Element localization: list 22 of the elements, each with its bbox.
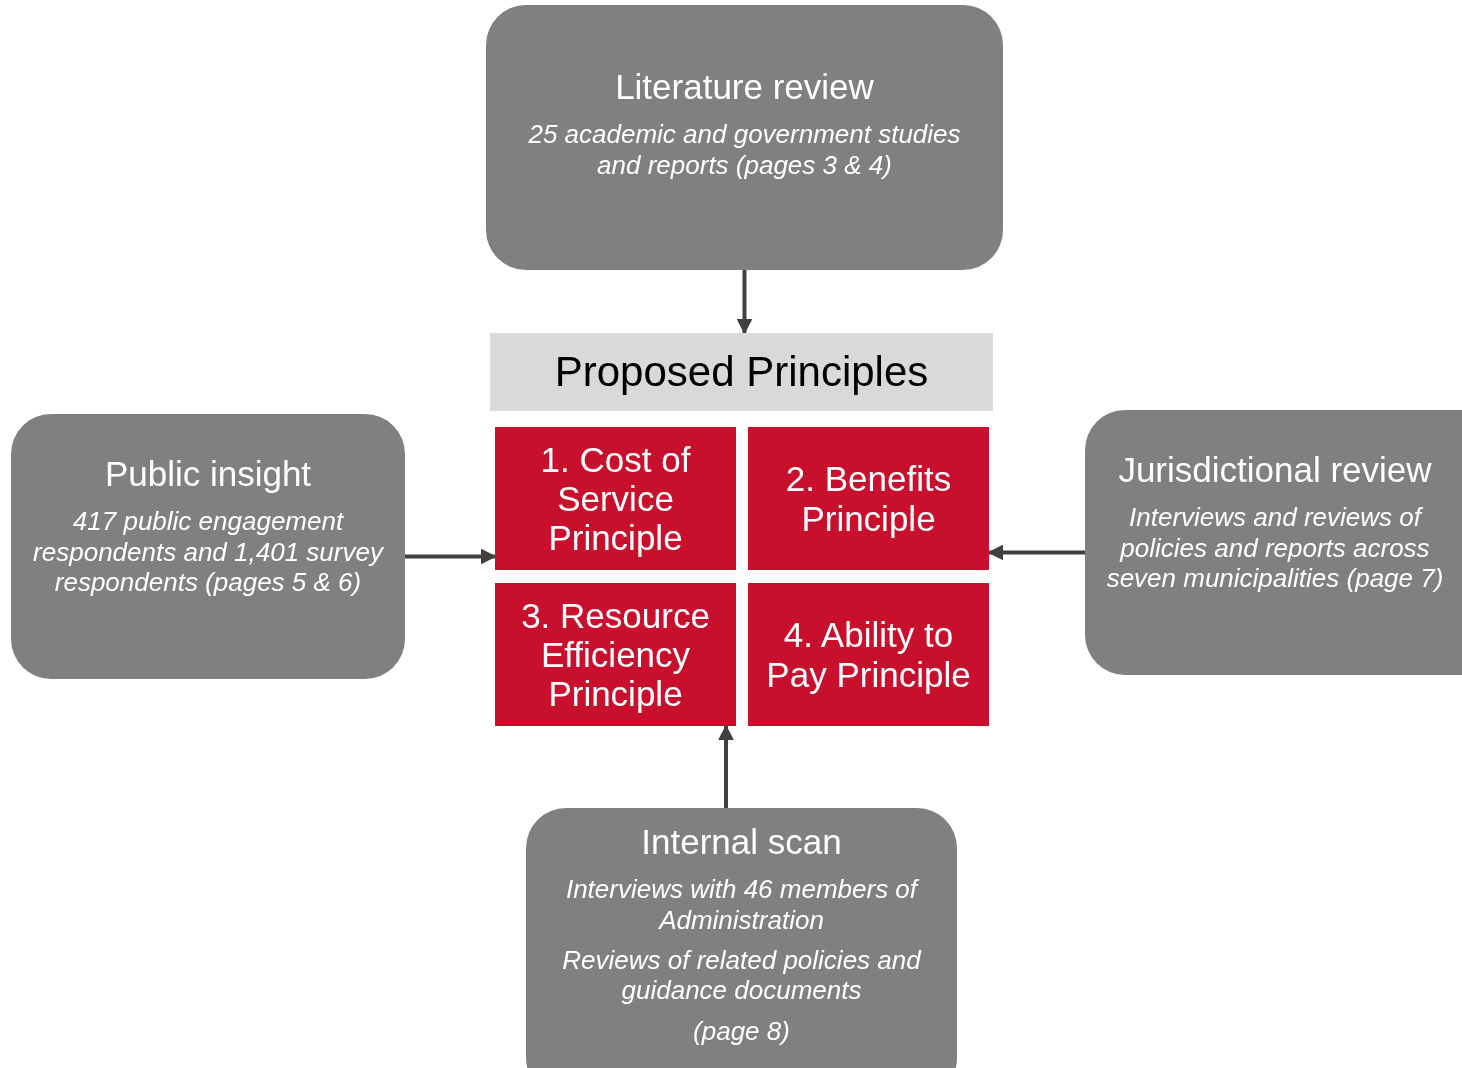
source-box	[486, 5, 1003, 270]
principle-box: 2. Benefits Principle	[748, 427, 989, 570]
box-description: 417 public engagement respondents and 1,401 survey respondents (pages 5 & 6)	[33, 506, 383, 598]
source-box	[11, 414, 405, 679]
box-description: Interviews with 46 members of Administration	[564, 874, 920, 936]
box-title: Internal scan	[641, 822, 842, 863]
box-description: 25 academic and government studies and reports (pages 3 & 4)	[527, 119, 962, 181]
box-title: Public insight	[104, 454, 312, 495]
box-description: (page 8)	[693, 1015, 790, 1047]
source-box	[1085, 410, 1462, 675]
arrow	[718, 724, 734, 808]
box-description: Reviews of related policies and guidance documents	[561, 945, 923, 1006]
source-box	[526, 808, 957, 1068]
arrow	[405, 548, 497, 565]
principle-box: 3. Resource Efficiency Principle	[495, 583, 736, 726]
arrow	[736, 270, 753, 335]
heading-band: Proposed Principles	[490, 333, 993, 411]
box-title: Literature review	[615, 67, 874, 108]
box-description: Interviews and reviews of policies and reports across seven municipalities (page 7)	[1105, 502, 1445, 594]
principle-box: 1. Cost of Service Principle	[495, 427, 736, 570]
box-title: Jurisdictional review	[1118, 450, 1432, 491]
principle-box: 4. Ability to Pay Principle	[748, 583, 989, 726]
